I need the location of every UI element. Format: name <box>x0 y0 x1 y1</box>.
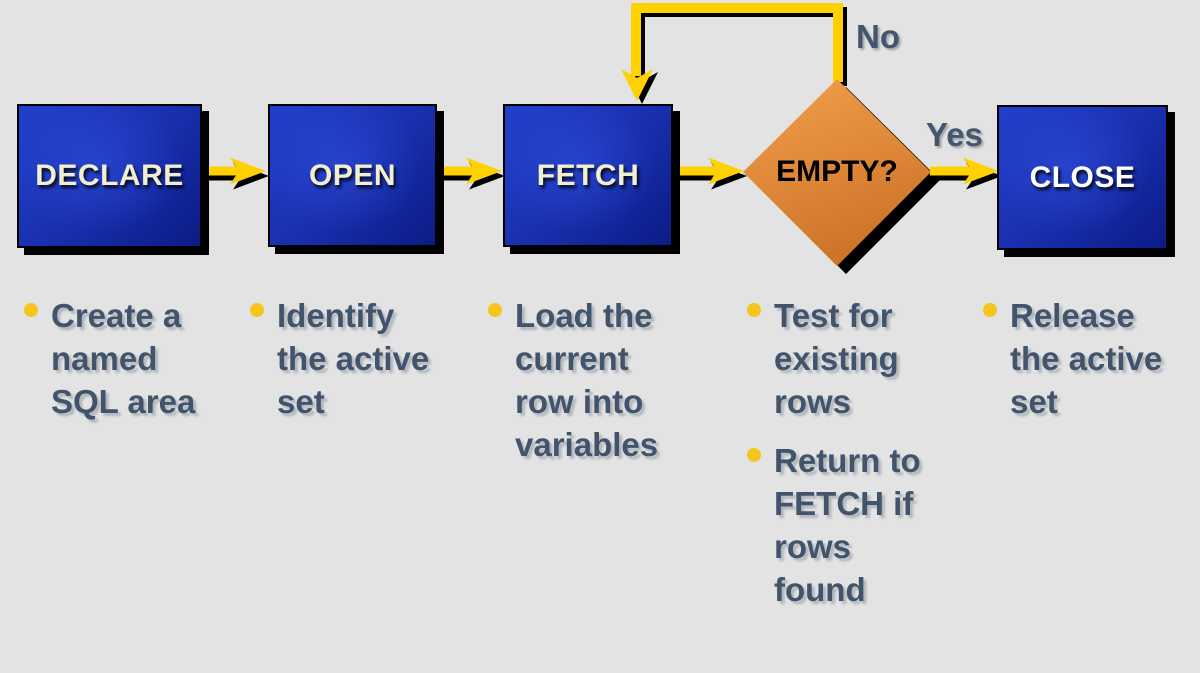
step-label-fetch: FETCH <box>536 158 640 192</box>
notes-close: Release the active set <box>983 294 1183 423</box>
step-label-open: OPEN <box>308 158 397 192</box>
notes-open: Identify the active set <box>250 294 445 423</box>
notes-fetch: Load the current row into variables <box>488 294 683 466</box>
branch-label-no: No <box>856 18 900 55</box>
branch-label-yes: Yes <box>926 116 983 153</box>
bullet-icon <box>488 303 502 317</box>
note-text: Return to FETCH if rows found <box>774 442 921 608</box>
note-text: Test for existing rows <box>774 297 899 420</box>
arrow-empty-close <box>930 157 1002 190</box>
note-text: Release the active set <box>1010 297 1163 420</box>
bullet-icon <box>250 303 264 317</box>
note-text: Create a named SQL area <box>51 297 196 420</box>
step-box-open: OPEN <box>268 104 437 247</box>
step-box-fetch: FETCH <box>503 104 673 247</box>
list-item: Return to FETCH if rows found <box>747 439 947 611</box>
step-label-close: CLOSE <box>1029 160 1136 194</box>
loop-arrow-no <box>621 3 847 104</box>
list-item: Create a named SQL area <box>24 294 224 423</box>
arrow-open-fetch <box>439 157 505 190</box>
list-item: Release the active set <box>983 294 1183 423</box>
bullet-icon <box>747 303 761 317</box>
arrow-declare-open <box>200 157 269 190</box>
notes-declare: Create a named SQL area <box>24 294 224 423</box>
notes-empty: Test for existing rows Return to FETCH i… <box>747 294 947 611</box>
step-label-declare: DECLARE <box>35 159 184 192</box>
list-item: Test for existing rows <box>747 294 947 423</box>
list-item: Load the current row into variables <box>488 294 683 466</box>
note-text: Load the current row into variables <box>515 297 659 463</box>
list-item: Identify the active set <box>250 294 445 423</box>
decision-label-empty: EMPTY? <box>776 155 898 188</box>
bullet-icon <box>747 448 761 462</box>
note-text: Identify the active set <box>277 297 430 420</box>
decision-diamond <box>743 79 940 274</box>
bullet-icon <box>983 303 997 317</box>
arrow-fetch-empty <box>671 157 747 190</box>
step-box-declare: DECLARE <box>17 104 202 248</box>
bullet-icon <box>24 303 38 317</box>
step-box-close: CLOSE <box>997 105 1168 250</box>
